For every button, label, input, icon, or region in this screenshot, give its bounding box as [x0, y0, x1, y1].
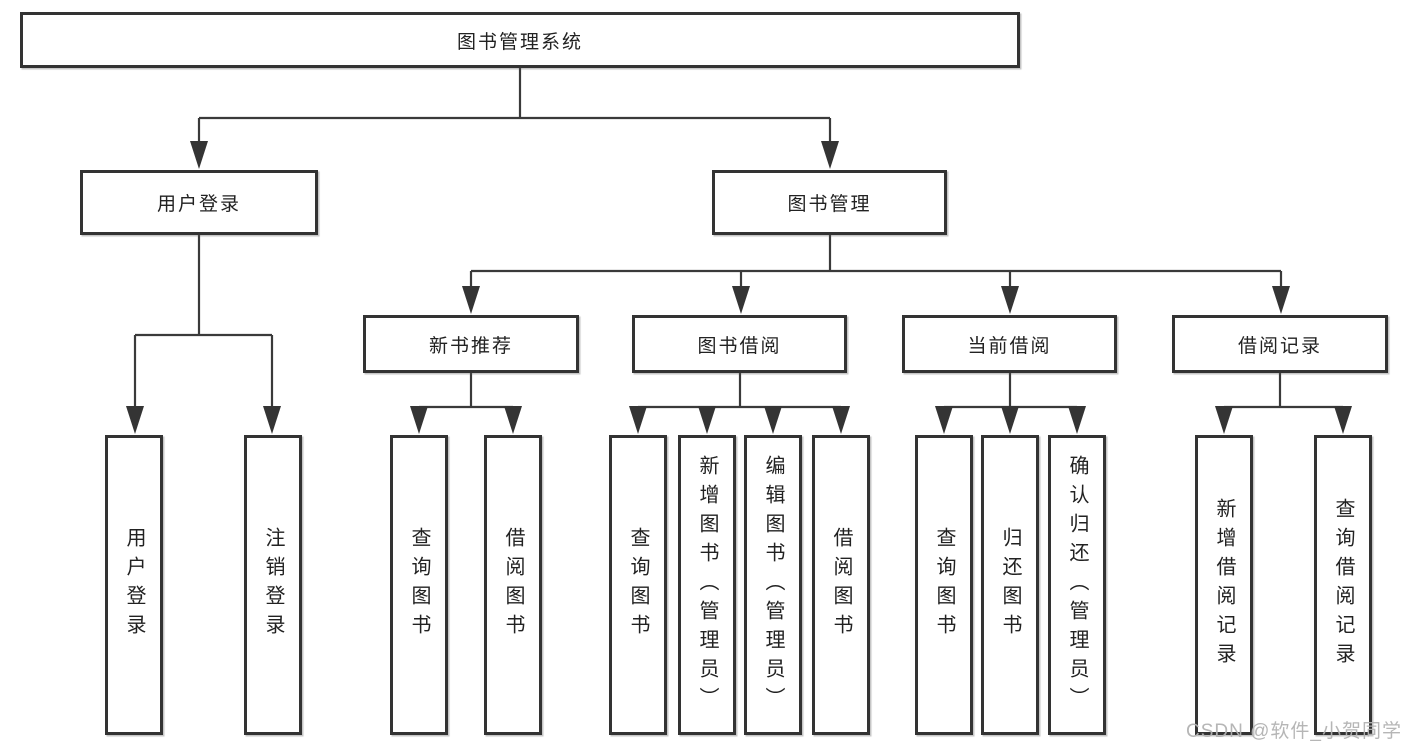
- arrow-down-icon: [732, 286, 750, 314]
- leaf-borrow-books-recommend: 借阅图书: [484, 435, 542, 735]
- node-label: 新增借阅记录: [1213, 498, 1235, 672]
- arrow-down-icon: [935, 406, 953, 434]
- node-root-system: 图书管理系统: [20, 12, 1020, 68]
- leaf-edit-book-admin: 编辑图书（管理员）: [744, 435, 802, 735]
- leaf-add-borrow-record: 新增借阅记录: [1195, 435, 1253, 735]
- node-label: 借阅记录: [1237, 335, 1322, 357]
- arrow-down-icon: [126, 406, 144, 434]
- node-label: 注销登录: [262, 527, 284, 643]
- node-label: 用户登录: [123, 527, 145, 643]
- node-label: 图书管理: [787, 194, 872, 215]
- node-new-book-recommend: 新书推荐: [363, 315, 579, 373]
- arrow-down-icon: [1068, 406, 1086, 434]
- node-book-management: 图书管理: [712, 170, 947, 235]
- leaf-borrow-books: 借阅图书: [812, 435, 870, 735]
- node-label: 查询借阅记录: [1332, 498, 1354, 672]
- leaf-user-login: 用户登录: [105, 435, 163, 735]
- arrow-down-icon: [410, 406, 428, 434]
- node-user-login: 用户登录: [80, 170, 318, 235]
- connector-book-management-branch: [462, 235, 1290, 314]
- arrow-down-icon: [764, 406, 782, 434]
- node-label: 借阅图书: [830, 527, 852, 643]
- connector-borrow-records-branch: [1215, 373, 1352, 434]
- csdn-watermark: CSDN @软件_小贺同学: [1186, 721, 1402, 742]
- arrow-down-icon: [1215, 406, 1233, 434]
- arrow-down-icon: [1334, 406, 1352, 434]
- leaf-query-books-recommend: 查询图书: [390, 435, 448, 735]
- node-label: 图书借阅: [697, 335, 782, 357]
- arrow-down-icon: [1272, 286, 1290, 314]
- arrow-down-icon: [698, 406, 716, 434]
- arrow-down-icon: [821, 141, 839, 169]
- node-current-borrow: 当前借阅: [902, 315, 1117, 373]
- leaf-confirm-return-admin: 确认归还（管理员）: [1048, 435, 1106, 735]
- connector-user-login-branch: [126, 235, 281, 434]
- node-label: 新增图书（管理员）: [696, 454, 718, 716]
- node-label: 查询图书: [933, 527, 955, 643]
- node-label: 用户登录: [156, 194, 241, 215]
- node-borrow-records: 借阅记录: [1172, 315, 1388, 373]
- leaf-logout: 注销登录: [244, 435, 302, 735]
- leaf-query-books-borrow: 查询图书: [609, 435, 667, 735]
- arrow-down-icon: [190, 141, 208, 169]
- node-label: 当前借阅: [967, 335, 1052, 357]
- node-label: 图书管理系统: [456, 31, 583, 53]
- node-label: 确认归还（管理员）: [1066, 454, 1088, 716]
- arrow-down-icon: [504, 406, 522, 434]
- arrow-down-icon: [1001, 286, 1019, 314]
- connector-new-book-branch: [410, 373, 522, 434]
- node-book-borrow: 图书借阅: [632, 315, 847, 373]
- node-label: 归还图书: [999, 527, 1021, 643]
- connector-current-borrow-branch: [935, 373, 1086, 434]
- arrow-down-icon: [832, 406, 850, 434]
- node-label: 借阅图书: [502, 527, 524, 643]
- node-label: 编辑图书（管理员）: [762, 454, 784, 716]
- arrow-down-icon: [462, 286, 480, 314]
- leaf-query-borrow-record: 查询借阅记录: [1314, 435, 1372, 735]
- node-label: 新书推荐: [428, 335, 513, 357]
- leaf-add-book-admin: 新增图书（管理员）: [678, 435, 736, 735]
- arrow-down-icon: [263, 406, 281, 434]
- node-label: 查询图书: [627, 527, 649, 643]
- connector-root-to-level2: [190, 68, 839, 169]
- node-label: 查询图书: [408, 527, 430, 643]
- arrow-down-icon: [629, 406, 647, 434]
- connector-book-borrow-branch: [629, 373, 850, 434]
- leaf-query-books-current: 查询图书: [915, 435, 973, 735]
- leaf-return-books: 归还图书: [981, 435, 1039, 735]
- arrow-down-icon: [1001, 406, 1019, 434]
